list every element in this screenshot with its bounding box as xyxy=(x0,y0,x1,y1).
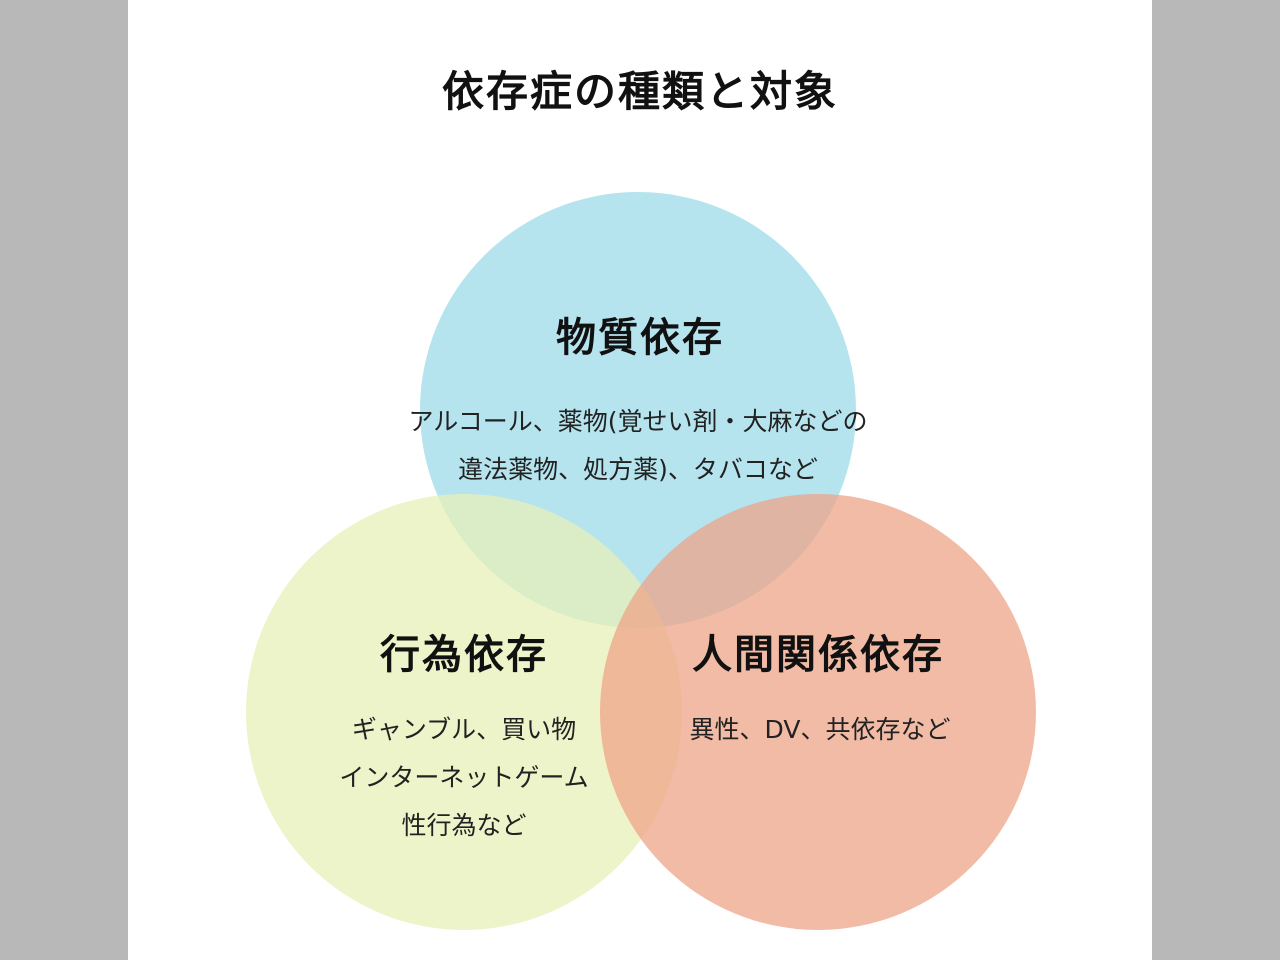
behavior-line-1: ギャンブル、買い物 xyxy=(351,715,577,744)
relationship-description: 異性、DV、共依存など xyxy=(690,706,951,754)
relationship-circle xyxy=(600,494,1036,930)
behavior-description: ギャンブル、買い物 インターネットゲーム 性行為など xyxy=(339,706,588,850)
substance-line-1: アルコール、薬物(覚せい剤・大麻などの xyxy=(408,407,868,436)
behavior-heading: 行為依存 xyxy=(380,632,548,678)
substance-heading: 物質依存 xyxy=(556,315,724,361)
behavior-line-2: インターネットゲーム xyxy=(339,763,589,792)
relationship-heading: 人間関係依存 xyxy=(692,632,944,678)
substance-line-2: 違法薬物、処方薬)、タバコなど xyxy=(458,455,818,484)
substance-description: アルコール、薬物(覚せい剤・大麻などの 違法薬物、処方薬)、タバコなど xyxy=(408,398,867,494)
behavior-line-3: 性行為など xyxy=(401,811,527,840)
relationship-line-1: 異性、DV、共依存など xyxy=(689,715,951,744)
diagram-title: 依存症の種類と対象 xyxy=(441,67,838,116)
behavior-circle xyxy=(246,494,682,930)
